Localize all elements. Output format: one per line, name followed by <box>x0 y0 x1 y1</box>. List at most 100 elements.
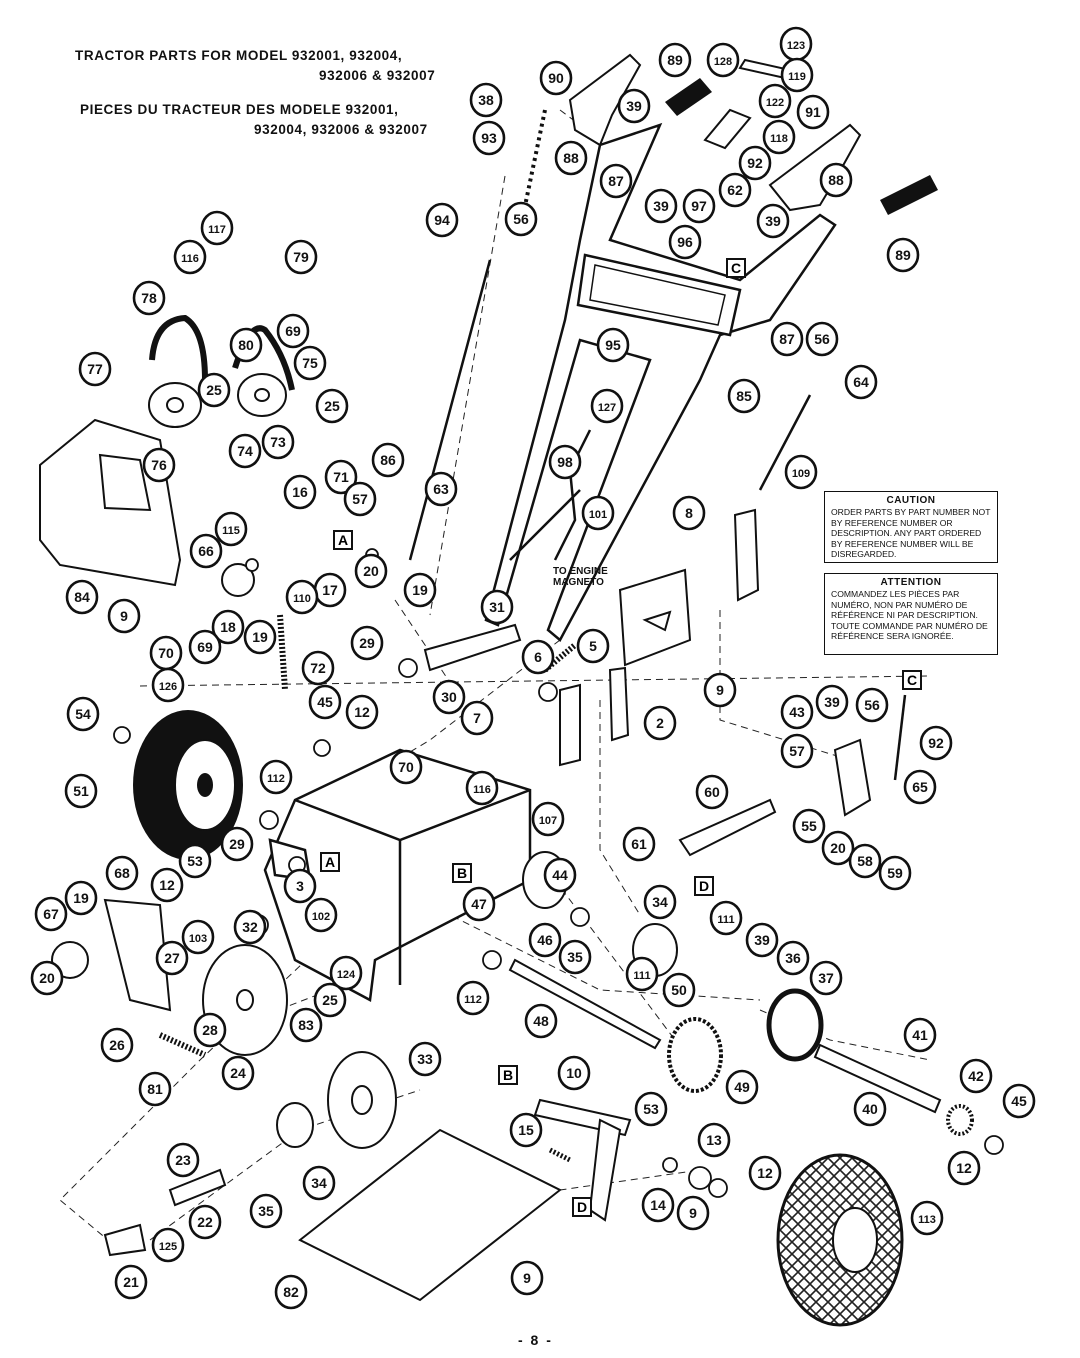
callout-circle <box>456 980 490 1016</box>
callout-label: 55 <box>801 818 817 834</box>
callout-label: 56 <box>513 211 529 227</box>
callout-label: 53 <box>187 853 203 869</box>
callout-circle <box>776 940 810 976</box>
callout-circle <box>65 579 99 615</box>
callout-circle <box>64 880 98 916</box>
callout-label: 95 <box>605 337 621 353</box>
callout-label: 68 <box>114 865 130 881</box>
caution-text: ORDER PARTS BY PART NUMBER NOT BY REFERE… <box>831 507 991 560</box>
callout-29: 29 <box>350 625 384 661</box>
callout-circle <box>780 733 814 769</box>
callout-circle <box>200 210 234 246</box>
callout-12: 12 <box>947 1150 981 1186</box>
callout-circle <box>315 388 349 424</box>
callout-112: 112 <box>456 980 490 1016</box>
callout-40: 40 <box>853 1091 887 1127</box>
callout-label: 18 <box>220 619 236 635</box>
callout-label: 41 <box>912 1027 928 1043</box>
callout-label: 45 <box>1011 1093 1027 1109</box>
callout-circle <box>350 625 384 661</box>
callout-59: 59 <box>878 855 912 891</box>
callout-109: 109 <box>784 454 818 490</box>
callout-label: 6 <box>534 649 542 665</box>
callout-circle <box>617 88 651 124</box>
callout-label: 45 <box>317 694 333 710</box>
callout-67: 67 <box>34 896 68 932</box>
callout-circle <box>878 855 912 891</box>
callout-label: 71 <box>333 469 349 485</box>
callout-circle <box>78 351 112 387</box>
callout-56: 56 <box>805 321 839 357</box>
diagram-title-english: TRACTOR PARTS FOR MODEL 932001, 932004, … <box>75 46 460 86</box>
callout-54: 54 <box>66 696 100 732</box>
callout-circle <box>105 855 139 891</box>
callout-circle <box>539 60 573 96</box>
callout-115: 115 <box>214 511 248 547</box>
callout-circle <box>756 203 790 239</box>
callout-36: 36 <box>776 940 810 976</box>
callout-label: 5 <box>589 638 597 654</box>
callout-label: 70 <box>158 645 174 661</box>
assembly-marker-d: D <box>572 1197 592 1217</box>
callout-circle <box>220 826 254 862</box>
callout-label: 39 <box>626 98 642 114</box>
callout-label: 39 <box>765 213 781 229</box>
title-french-line1: PIECES DU TRACTEUR DES MODELE 932001, <box>80 102 399 117</box>
callout-101: 101 <box>581 495 615 531</box>
callout-65: 65 <box>903 769 937 805</box>
callout-94: 94 <box>425 202 459 238</box>
callout-12: 12 <box>748 1155 782 1191</box>
callout-label: 48 <box>533 1013 549 1029</box>
callout-circle <box>543 857 577 893</box>
callout-circle <box>770 321 804 357</box>
callout-label: 24 <box>230 1065 246 1081</box>
callout-circle <box>947 1150 981 1186</box>
callout-circle <box>509 1112 543 1148</box>
callout-circle <box>371 442 405 478</box>
callout-43: 43 <box>780 694 814 730</box>
callout-circle <box>460 700 494 736</box>
callout-label: 82 <box>283 1284 299 1300</box>
callout-23: 23 <box>166 1142 200 1178</box>
callout-83: 83 <box>289 1007 323 1043</box>
pulleys <box>51 373 287 979</box>
callout-circle <box>703 672 737 708</box>
callout-circle <box>469 82 503 118</box>
callout-circle <box>425 202 459 238</box>
caution-heading: CAUTION <box>886 495 936 506</box>
callout-circle <box>590 388 624 424</box>
callout-circle <box>274 1274 308 1310</box>
callout-circle <box>289 1007 323 1043</box>
tires <box>133 710 904 1327</box>
callout-circle <box>228 433 262 469</box>
callout-39: 39 <box>644 188 678 224</box>
callout-12: 12 <box>150 867 184 903</box>
callout-label: 38 <box>478 92 494 108</box>
callout-circle <box>919 725 953 761</box>
callout-label: 9 <box>689 1205 697 1221</box>
callout-116: 116 <box>173 239 207 275</box>
callout-label: 32 <box>242 919 258 935</box>
callout-circle <box>142 447 176 483</box>
callout-label: 50 <box>671 982 687 998</box>
callout-circle <box>780 57 814 93</box>
callout-label: 72 <box>310 660 326 676</box>
callout-circle <box>853 1091 887 1127</box>
callout-92: 92 <box>919 725 953 761</box>
callout-39: 39 <box>617 88 651 124</box>
callout-circle <box>738 145 772 181</box>
callout-label: 92 <box>747 155 763 171</box>
callout-6: 6 <box>521 639 555 675</box>
callout-circle <box>643 705 677 741</box>
callout-118: 118 <box>762 119 796 155</box>
callout-48: 48 <box>524 1003 558 1039</box>
callout-85: 85 <box>727 378 761 414</box>
callout-circle <box>221 1055 255 1091</box>
assembly-marker-a: A <box>320 852 340 872</box>
callout-label: 56 <box>864 697 880 713</box>
callout-50: 50 <box>662 972 696 1008</box>
callout-circle <box>504 201 538 237</box>
callout-circle <box>64 773 98 809</box>
callout-circle <box>959 1058 993 1094</box>
